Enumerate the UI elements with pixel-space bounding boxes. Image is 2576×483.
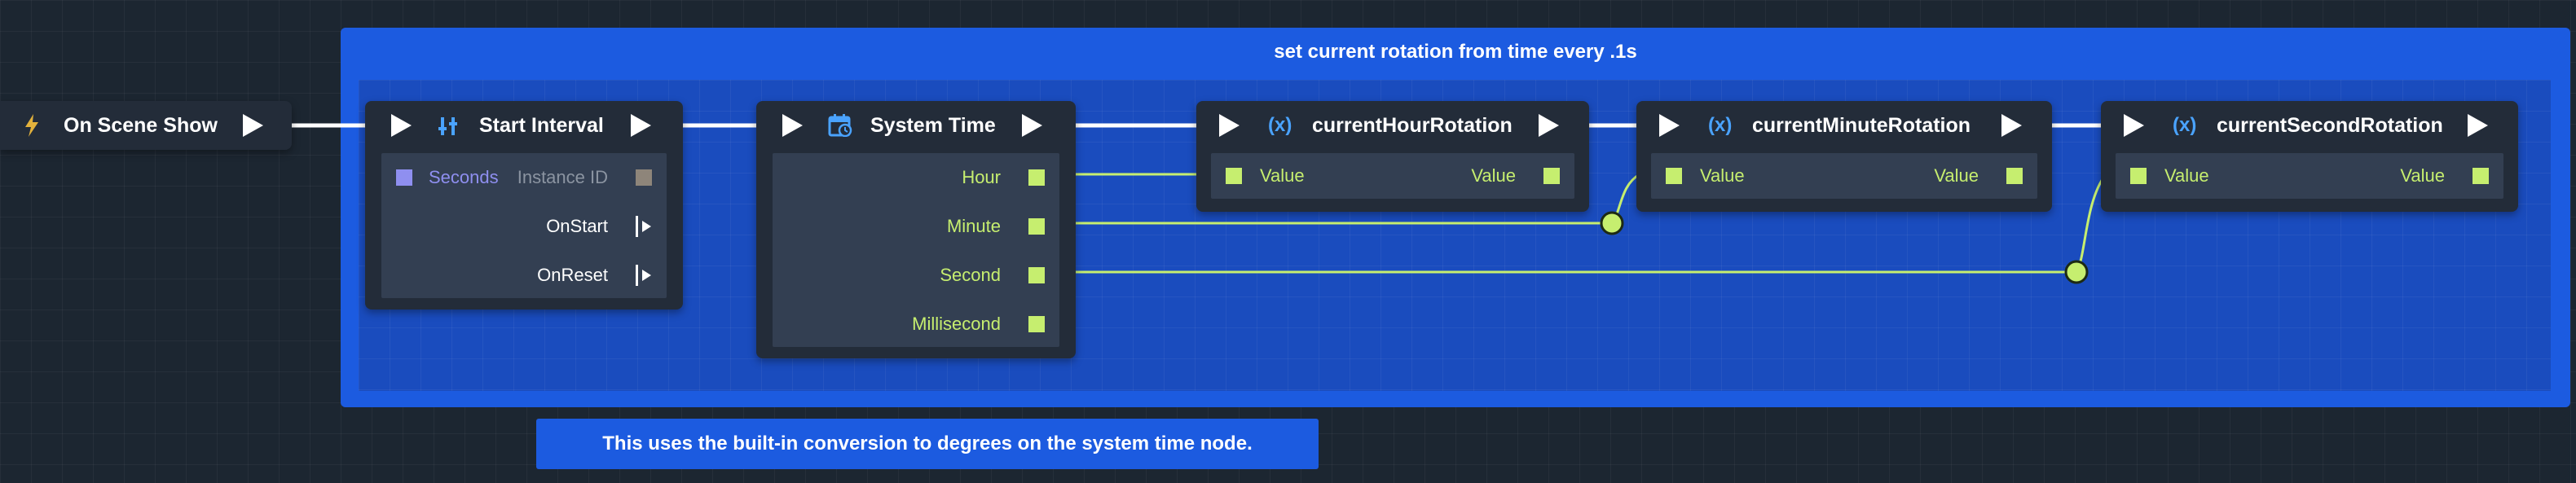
instance-id-label: Instance ID <box>517 167 608 187</box>
comment-text: This uses the built-in conversion to deg… <box>602 433 1253 454</box>
exec-in-pin[interactable] <box>1659 114 1680 137</box>
value-output-label: Value <box>2400 165 2445 186</box>
minute-output-pin[interactable] <box>1028 218 1045 235</box>
variable-icon: (x) <box>2173 114 2197 136</box>
value-input-pin[interactable] <box>1226 168 1242 184</box>
second-label: Second <box>940 265 1001 285</box>
current-hour-rotation-node[interactable]: (x) currentHourRotation Value Value <box>1196 101 1589 212</box>
value-output-pin[interactable] <box>2473 168 2489 184</box>
variable-icon: (x) <box>1708 114 1733 136</box>
interval-icon <box>438 117 457 135</box>
instance-id-pin[interactable] <box>636 169 652 186</box>
hour-label: Hour <box>962 167 1001 187</box>
exec-in-pin[interactable] <box>782 114 803 137</box>
value-input-label: Value <box>2164 165 2209 186</box>
onreset-signal-pin[interactable] <box>636 265 655 286</box>
node-body: Seconds Instance ID OnStart OnReset <box>381 153 667 298</box>
calendar-clock-icon <box>828 114 852 137</box>
node-title: currentMinuteRotation <box>1752 114 1971 137</box>
millisecond-output-pin[interactable] <box>1028 316 1045 332</box>
exec-out-pin[interactable] <box>2468 114 2488 137</box>
second-output-pin[interactable] <box>1028 267 1045 283</box>
value-input-pin[interactable] <box>2130 168 2147 184</box>
value-output-pin[interactable] <box>2006 168 2023 184</box>
exec-in-pin[interactable] <box>1219 114 1240 137</box>
seconds-input-pin[interactable] <box>396 169 412 186</box>
exec-out-pin[interactable] <box>1539 114 1559 137</box>
comment-note[interactable]: This uses the built-in conversion to deg… <box>536 419 1319 469</box>
group-title[interactable]: set current rotation from time every .1s <box>1274 41 1637 63</box>
node-body: Value Value <box>2116 153 2503 199</box>
node-body: Value Value <box>1211 153 1574 199</box>
current-minute-rotation-node[interactable]: (x) currentMinuteRotation Value Value <box>1636 101 2052 212</box>
exec-in-pin[interactable] <box>2124 114 2144 137</box>
exec-out-pin[interactable] <box>2001 114 2022 137</box>
node-body: Value Value <box>1651 153 2037 199</box>
value-input-label: Value <box>1700 165 1745 186</box>
system-time-node[interactable]: System Time Hour Minute Second Milliseco… <box>756 101 1076 358</box>
hour-output-pin[interactable] <box>1028 169 1045 186</box>
node-title: System Time <box>870 114 996 137</box>
millisecond-label: Millisecond <box>912 314 1001 334</box>
value-output-pin[interactable] <box>1543 168 1560 184</box>
value-output-label: Value <box>1934 165 1979 186</box>
value-output-label: Value <box>1471 165 1516 186</box>
node-title: currentHourRotation <box>1312 114 1513 137</box>
value-input-label: Value <box>1260 165 1305 186</box>
minute-label: Minute <box>946 216 1001 236</box>
exec-out-pin[interactable] <box>1022 114 1042 137</box>
seconds-label: Seconds <box>429 167 499 187</box>
onstart-signal-pin[interactable] <box>636 216 655 237</box>
on-scene-show-node[interactable]: On Scene Show <box>0 101 292 150</box>
node-title: Start Interval <box>479 114 604 137</box>
start-interval-node[interactable]: Start Interval Seconds Instance ID OnSta… <box>365 101 683 310</box>
onstart-label: OnStart <box>546 216 608 236</box>
exec-out-pin[interactable] <box>243 114 263 137</box>
variable-icon: (x) <box>1268 114 1292 136</box>
value-input-pin[interactable] <box>1666 168 1682 184</box>
lightning-icon <box>25 114 38 137</box>
current-second-rotation-node[interactable]: (x) currentSecondRotation Value Value <box>2101 101 2518 212</box>
exec-out-pin[interactable] <box>631 114 651 137</box>
exec-in-pin[interactable] <box>391 114 412 137</box>
node-title: currentSecondRotation <box>2217 114 2443 137</box>
node-title: On Scene Show <box>64 114 218 137</box>
onreset-label: OnReset <box>537 265 608 285</box>
node-body: Hour Minute Second Millisecond <box>773 153 1059 347</box>
